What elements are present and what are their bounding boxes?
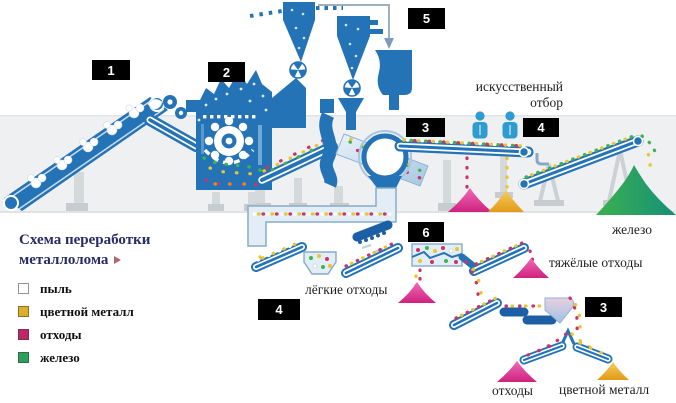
light-waste-pile bbox=[398, 282, 436, 303]
down-arrow-icon bbox=[384, 38, 394, 49]
shredder-outfeed-conveyor bbox=[256, 136, 338, 186]
legend-item-waste: отходы bbox=[18, 323, 134, 346]
stage-badge-2: 2 bbox=[208, 62, 245, 82]
legend-swatch-dust bbox=[18, 283, 29, 294]
nonferrous-pile-final bbox=[597, 362, 629, 380]
legend: пыль цветной металл отходы железо bbox=[18, 277, 134, 369]
shredder-rotor-gear bbox=[204, 116, 254, 166]
iron-label: железо bbox=[612, 222, 653, 237]
light-waste-label: лёгкие отходы bbox=[305, 282, 388, 297]
stage-badge-1: 1 bbox=[92, 60, 130, 80]
legend-item-nonferrous: цветной металл bbox=[18, 300, 134, 323]
legend-label-waste: отходы bbox=[40, 326, 82, 342]
shredder-machine bbox=[186, 70, 306, 190]
stage-badge-4-mid: 4 bbox=[258, 299, 300, 320]
legend-label-nonferrous: цветной металл bbox=[40, 303, 134, 319]
cyclone-1 bbox=[283, 2, 315, 79]
splitter-icon bbox=[560, 327, 576, 345]
reject-chute bbox=[535, 153, 549, 166]
waste-label: отходы bbox=[492, 383, 534, 398]
scrap-clumps bbox=[27, 103, 145, 189]
waste-pile-final bbox=[497, 361, 537, 382]
drum-feed-pipes bbox=[319, 98, 364, 188]
legend-item-dust: пыль bbox=[18, 277, 134, 300]
heavy-waste-pile bbox=[513, 258, 549, 278]
nonferrous-label: цветной металл bbox=[559, 382, 650, 397]
stage-badge-4-top: 4 bbox=[523, 118, 559, 137]
legend-swatch-waste bbox=[18, 329, 29, 340]
dust-pipe-dashes bbox=[249, 4, 394, 49]
waste-pile-sorting bbox=[448, 188, 492, 212]
overflow-pipe bbox=[318, 4, 390, 40]
iron-conveyor bbox=[518, 133, 659, 190]
rotary-valve-icon bbox=[289, 61, 307, 79]
cyclone-2 bbox=[337, 16, 383, 97]
rotary-valve-icon bbox=[343, 79, 361, 97]
legend-swatch-iron bbox=[18, 352, 29, 363]
stage-badge-3-bottom: 3 bbox=[585, 297, 622, 317]
manual-sorting-line1: искусственный bbox=[475, 79, 563, 94]
vibrating-screen-box bbox=[411, 243, 463, 288]
iron-pile bbox=[596, 165, 676, 215]
worker-icon bbox=[472, 111, 488, 139]
nonferrous-pile-sorting bbox=[488, 190, 524, 212]
legend-swatch-nonferrous bbox=[18, 306, 29, 317]
title-arrow-icon bbox=[114, 256, 122, 264]
legend-label-iron: железо bbox=[40, 349, 80, 365]
collection-hopper bbox=[375, 50, 412, 110]
separator-feed bbox=[449, 260, 613, 365]
infeed-conveyor bbox=[3, 95, 202, 211]
manual-sorting-label: искусственный отбор bbox=[476, 79, 563, 111]
worker-icon bbox=[502, 111, 518, 139]
title-line1: Схема переработки bbox=[19, 232, 151, 248]
stage-badge-6: 6 bbox=[408, 222, 444, 242]
heavy-fraction-conveyor bbox=[458, 241, 535, 276]
stage-badge-3-top: 3 bbox=[406, 118, 445, 137]
light-fraction-hopper bbox=[303, 251, 337, 275]
infeed-to-screenbox-conveyor bbox=[341, 240, 403, 278]
manual-sorting-line2: отбор bbox=[530, 95, 563, 110]
heavy-waste-label: тяжёлые отходы bbox=[549, 255, 643, 270]
magnet-separator bbox=[352, 220, 393, 253]
dust-conveyor bbox=[251, 240, 307, 272]
stage-badge-5: 5 bbox=[408, 8, 445, 29]
picking-conveyor bbox=[394, 138, 549, 190]
legend-item-iron: железо bbox=[18, 346, 134, 369]
title-line2: металлолома bbox=[19, 252, 109, 268]
diagram-title: Схема переработки металлолома bbox=[19, 230, 150, 270]
legend-label-dust: пыль bbox=[40, 280, 72, 296]
